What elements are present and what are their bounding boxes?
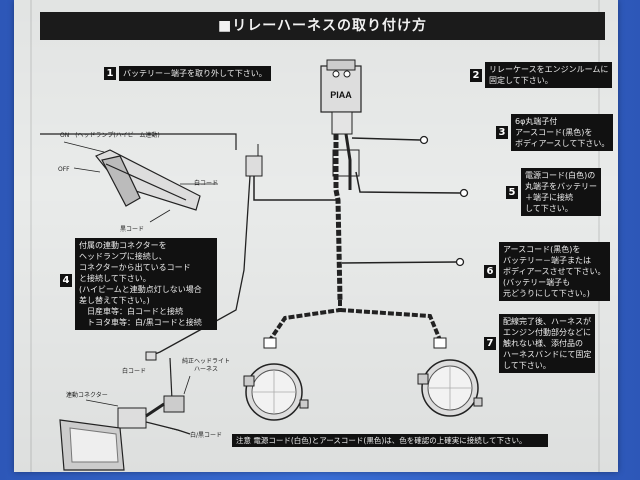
linkage-connector-icon (117, 407, 147, 429)
label-white-black-cord: 白/黒コード (190, 432, 223, 439)
label-on: ON (ヘッドランプ(ハイビーム連動) (60, 132, 160, 139)
label-white-cord-bottom: 白コード (122, 368, 147, 375)
step-2: 2 リレーケースをエンジンルームに 固定して下さい。 (470, 62, 613, 88)
step-7-number: 7 (484, 337, 496, 350)
step-6: 6 アースコード(黒色)を バッテリー－端子または ボディアースさせて下さい。 … (484, 242, 610, 301)
step-5-number: 5 (506, 185, 518, 199)
label-linkage-connector: 連動コネクター (66, 392, 108, 399)
step-4-number: 4 (60, 274, 72, 287)
caution-note: 注意 電源コード(白色)とアースコード(黒色)は、色を確認の上確実に接続して下さ… (232, 434, 548, 447)
relay-brand-label: PIAA (330, 90, 352, 100)
sheet-fold-left (30, 0, 32, 472)
step-6-text: アースコード(黒色)を バッテリー－端子または ボディアースさせて下さい。 (バ… (499, 242, 610, 301)
step-7-text: 配線完了後、ハーネスが エンジン付動部分などに 触れない様、添付品の ハーネスバ… (499, 314, 596, 373)
sheet-fold-right (598, 0, 600, 472)
step-4-text: 付属の連動コネクターを ヘッドランプに接続し、 コネクターから出ているコード と… (75, 238, 217, 330)
step-3-text: 6φ丸端子付 アースコード(黒色)を ボディアースして下さい。 (511, 114, 614, 151)
step-2-text: リレーケースをエンジンルームに 固定して下さい。 (485, 62, 613, 88)
step-2-number: 2 (470, 68, 482, 82)
step-3-number: 3 (496, 126, 508, 139)
title-bar: ■リレーハーネスの取り付け方 (40, 12, 605, 40)
label-white-cord-top: 白コード (194, 180, 219, 187)
label-stock-harness-2: ハーネス (194, 366, 219, 373)
step-4: 4 付属の連動コネクターを ヘッドランプに接続し、 コネクターから出ているコード… (60, 238, 217, 330)
step-3: 3 6φ丸端子付 アースコード(黒色)を ボディアースして下さい。 (496, 114, 614, 151)
fog-lamp-right-icon (417, 359, 483, 417)
label-stock-harness-1: 純正ヘッドライト (182, 358, 231, 365)
relay-box-icon (320, 65, 362, 113)
headlamp-switch-icon (40, 133, 237, 223)
page-title: ■リレーハーネスの取り付け方 (218, 18, 427, 34)
step-5: 5 電源コード(白色)の 丸端子をバッテリー ＋端子に接続 して下さい。 (506, 168, 601, 216)
label-black-cord: 黒コード (120, 226, 145, 233)
step-1: 1 バッテリー－端子を取り外して下さい。 (104, 66, 271, 81)
step-7: 7 配線完了後、ハーネスが エンジン付動部分などに 触れない様、添付品の ハーネ… (484, 314, 596, 373)
step-1-number: 1 (104, 67, 116, 80)
label-off: OFF (58, 166, 70, 173)
step-6-number: 6 (484, 265, 496, 278)
step-1-text: バッテリー－端子を取り外して下さい。 (119, 66, 271, 81)
step-5-text: 電源コード(白色)の 丸端子をバッテリー ＋端子に接続 して下さい。 (521, 168, 601, 216)
fog-lamp-left-icon (243, 363, 309, 421)
